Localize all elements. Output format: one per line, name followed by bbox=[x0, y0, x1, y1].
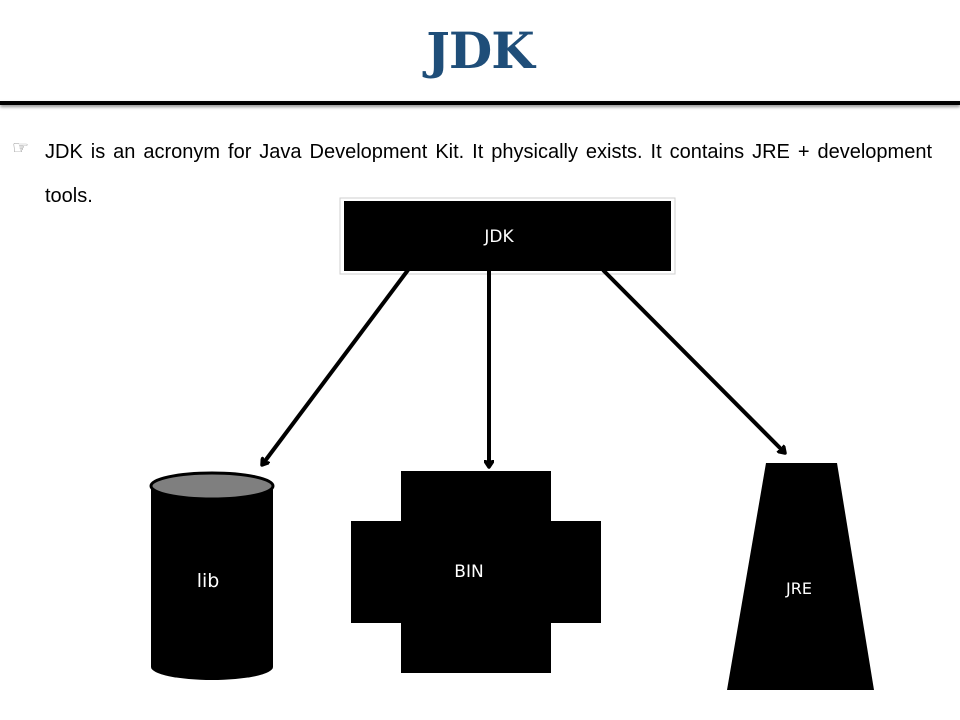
arrow-to-lib bbox=[262, 268, 410, 465]
pointing-hand-icon: ☞ bbox=[12, 138, 30, 159]
arrow-to-jre bbox=[601, 268, 785, 453]
slide-title: JDK bbox=[426, 21, 534, 80]
bullet-text: JDK is an acronym for Java Development K… bbox=[45, 141, 932, 207]
bin-node: BIN bbox=[351, 471, 601, 673]
jdk-node-label: JDK bbox=[483, 227, 514, 247]
lib-node: lib bbox=[149, 471, 275, 680]
bin-node-label: BIN bbox=[454, 562, 483, 582]
title-divider bbox=[0, 101, 960, 105]
jre-node-label: JRE bbox=[785, 579, 812, 598]
jre-node: JRE bbox=[727, 463, 874, 690]
lib-node-label: lib bbox=[197, 570, 220, 592]
